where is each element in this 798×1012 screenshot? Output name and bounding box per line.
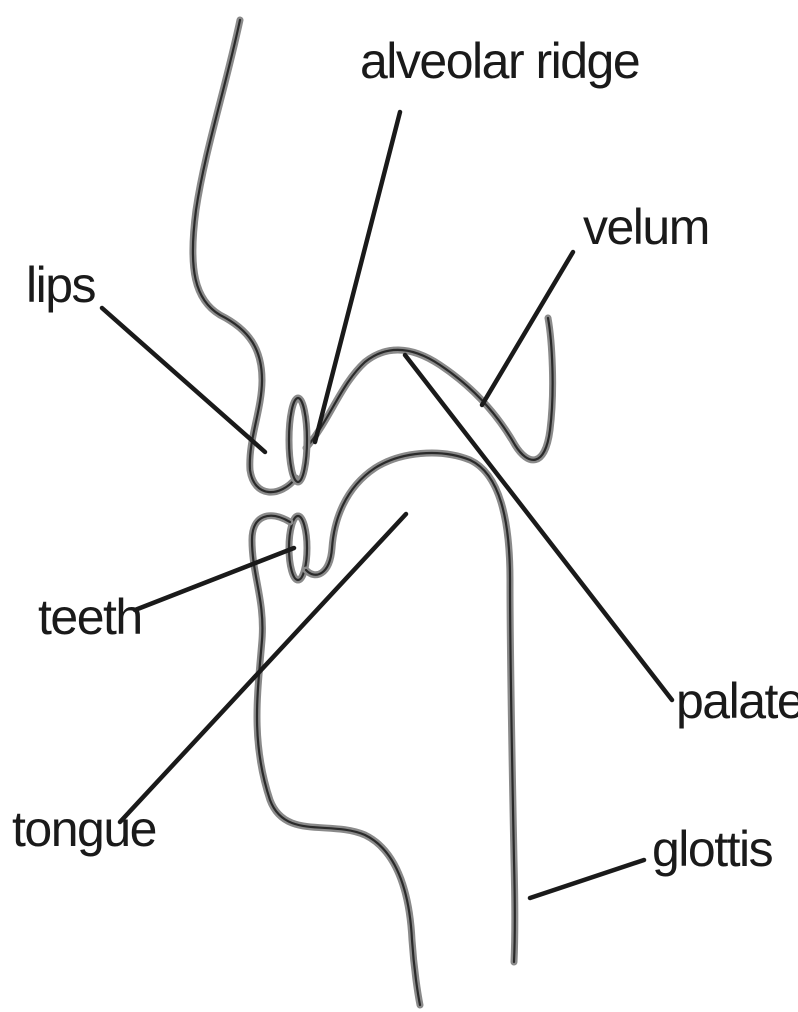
palate-leader (405, 355, 672, 700)
alveolar-ridge-leader (315, 112, 400, 442)
velum-leader (482, 252, 573, 405)
lips-label: lips (26, 257, 96, 313)
alveolar-ridge-label: alveolar ridge (360, 33, 639, 89)
velum-label: velum (583, 199, 709, 255)
teeth-leader (135, 548, 294, 610)
tongue-label: tongue (12, 801, 156, 857)
glottis-leader (530, 860, 644, 898)
upper-tooth (289, 398, 307, 482)
face-profile-outline (193, 20, 296, 492)
teeth-label: teeth (38, 589, 142, 645)
tongue-outline (306, 453, 515, 962)
glottis-label: glottis (652, 821, 773, 877)
palate-label: palate (676, 673, 798, 729)
